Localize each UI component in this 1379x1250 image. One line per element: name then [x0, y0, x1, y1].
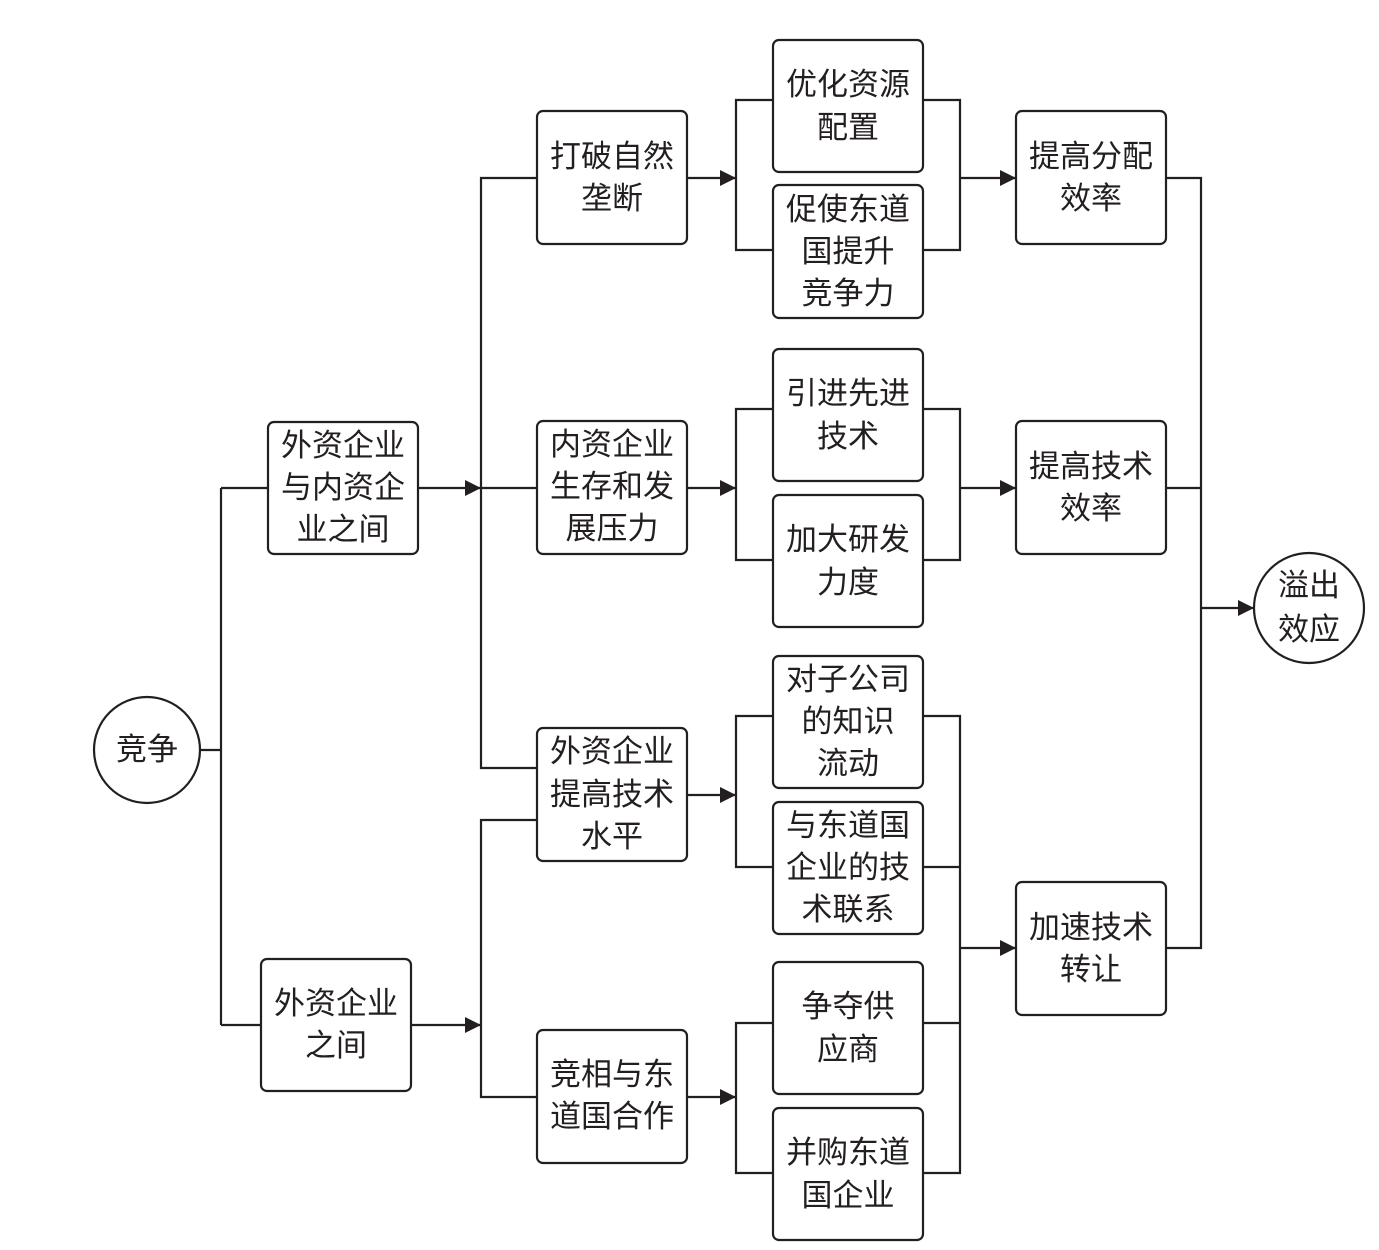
node-introduce-tech: 引进先进 技术	[771, 347, 925, 483]
node-foreign-tech-level: 外资企业 提高技术 水平	[535, 726, 689, 863]
node-label-line: 并购东道	[786, 1135, 910, 1171]
connector-merge-spillover	[1166, 176, 1203, 950]
node-label-line: 内资企业	[550, 427, 674, 463]
node-label-line: 配置	[817, 110, 879, 146]
node-label-line: 术联系	[802, 892, 895, 928]
node-label-line: 道国合作	[550, 1099, 674, 1135]
node-label-line: 转让	[1060, 952, 1122, 988]
node-label-line: 国提升	[802, 234, 895, 270]
node-label-line: 之间	[305, 1028, 367, 1064]
node-label-line: 效率	[1060, 491, 1122, 527]
node-domestic-pressure: 内资企业 生存和发 展压力	[535, 419, 689, 556]
node-technical-efficiency: 提高技术 效率	[1014, 419, 1168, 556]
connector-hub-upper	[479, 176, 537, 770]
node-circle	[1252, 551, 1366, 665]
node-label-line: 与内资企	[281, 470, 405, 506]
node-between-foreign: 外资企业 之间	[259, 957, 413, 1093]
node-break-monopoly: 打破自然 垄断	[535, 109, 689, 246]
node-label-line: 生存和发	[550, 469, 674, 505]
node-host-tech-links: 与东道国 企业的技 术联系	[771, 800, 925, 936]
connector-merge-allocation	[923, 98, 962, 252]
node-label-line: 对子公司	[786, 662, 910, 698]
node-rnd-effort: 加大研发 力度	[771, 493, 925, 629]
node-box	[771, 347, 925, 483]
node-label-line: 流动	[817, 746, 879, 782]
node-compete-suppliers: 争夺供 应商	[771, 960, 925, 1096]
node-label-line: 提高技术	[550, 777, 674, 813]
node-box	[535, 726, 689, 863]
node-label-line: 与东道国	[786, 808, 910, 844]
node-acquire-host: 并购东道 国企业	[771, 1106, 925, 1242]
node-label-line: 效应	[1278, 612, 1340, 648]
node-box	[771, 183, 925, 320]
connectors	[200, 98, 1254, 1175]
node-label-line: 力度	[817, 565, 879, 601]
node-label-line: 企业的技	[786, 850, 910, 886]
node-label-line: 加大研发	[786, 522, 910, 558]
node-label-line: 国企业	[802, 1178, 895, 1214]
node-box	[771, 654, 925, 790]
node-label-line: 打破自然	[550, 139, 674, 175]
connector-merge-transfer	[923, 714, 962, 1175]
connector-competition-branches	[200, 486, 268, 1027]
node-label-line: 技术	[817, 419, 879, 455]
node-subsidiary-knowledge: 对子公司 的知识 流动	[771, 654, 925, 790]
node-competition: 竞争	[92, 695, 202, 805]
node-allocation-efficiency: 提高分配 效率	[1014, 109, 1168, 246]
node-foreign-domestic: 外资企业 与内资企 业之间	[266, 420, 420, 556]
node-box	[771, 800, 925, 936]
node-host-competitiveness: 促使东道 国提升 竞争力	[771, 183, 925, 320]
node-tech-transfer: 加速技术 转让	[1014, 880, 1168, 1017]
node-box	[771, 493, 925, 629]
node-box	[259, 957, 413, 1093]
node-label-line: 业之间	[297, 512, 390, 548]
node-label-line: 争夺供	[802, 989, 895, 1025]
node-label-line: 提高技术	[1029, 449, 1153, 485]
node-label-line: 竞相与东	[550, 1057, 674, 1093]
node-box	[1014, 880, 1168, 1017]
node-box	[771, 38, 925, 174]
node-label-line: 提高分配	[1029, 139, 1153, 175]
node-box	[1014, 109, 1168, 246]
connector-split-group-4	[734, 1021, 773, 1175]
connector-hub-lower	[479, 818, 537, 1099]
node-label-line: 效率	[1060, 181, 1122, 217]
node-label-line: 竞争	[116, 732, 178, 768]
node-cooperate-host: 竞相与东 道国合作	[535, 1028, 689, 1165]
connector-split-group-3	[734, 714, 773, 869]
node-label-line: 溢出	[1278, 568, 1340, 604]
node-spillover: 溢出 效应	[1252, 551, 1366, 665]
node-label-line: 展压力	[566, 511, 659, 547]
node-label-line: 加速技术	[1029, 910, 1153, 946]
node-label-line: 应商	[817, 1032, 879, 1068]
node-box	[266, 420, 420, 556]
node-box	[535, 109, 689, 246]
connector-split-group-2	[734, 407, 773, 562]
node-label-line: 的知识	[802, 704, 895, 740]
node-circle	[92, 695, 202, 805]
connector-merge-technical	[923, 407, 962, 562]
node-box	[535, 1028, 689, 1165]
node-optimize-resources: 优化资源 配置	[771, 38, 925, 174]
node-box	[1014, 419, 1168, 556]
node-label-line: 水平	[581, 819, 643, 855]
node-box	[771, 1106, 925, 1242]
node-label-line: 外资企业	[281, 428, 405, 464]
node-box	[771, 960, 925, 1096]
node-label-line: 外资企业	[274, 986, 398, 1022]
node-box	[535, 419, 689, 556]
node-label-line: 竞争力	[802, 276, 895, 312]
connector-split-group-1	[734, 98, 773, 252]
node-label-line: 外资企业	[550, 734, 674, 770]
node-label-line: 引进先进	[786, 376, 910, 412]
node-label-line: 垄断	[581, 181, 643, 217]
node-label-line: 优化资源	[786, 67, 910, 103]
node-label-line: 促使东道	[786, 192, 910, 228]
